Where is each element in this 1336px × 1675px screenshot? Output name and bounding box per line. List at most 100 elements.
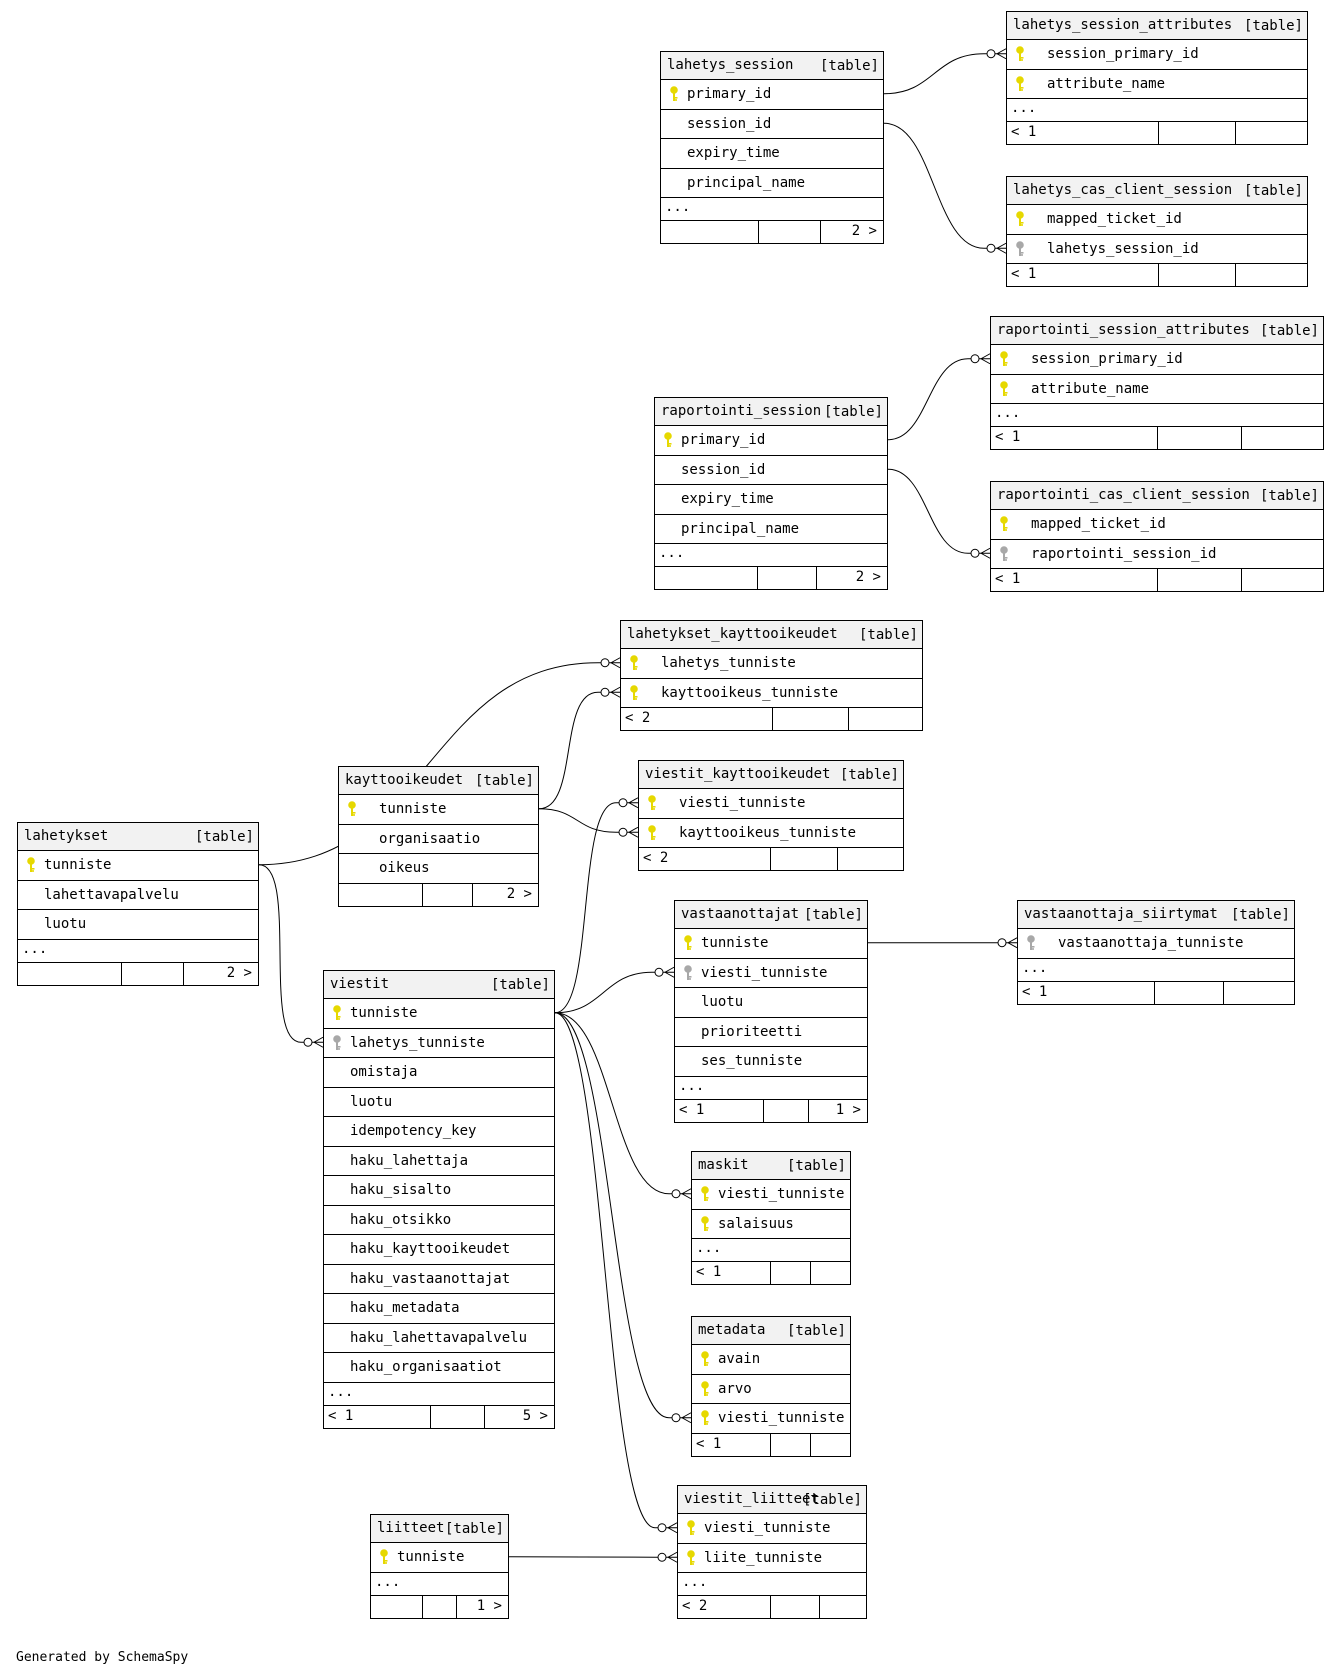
column-row[interactable]: liite_tunniste	[678, 1544, 866, 1573]
column-row[interactable]: prioriteetti	[675, 1018, 867, 1047]
child-count-link[interactable]: 2 >	[226, 964, 252, 981]
column-row[interactable]: tunniste	[324, 999, 554, 1029]
column-row[interactable]: attribute_name	[991, 375, 1323, 404]
table-name[interactable]: metadata	[698, 1322, 766, 1338]
table-raportointi-session-attributes[interactable]: raportointi_session_attributes[table]ses…	[990, 316, 1324, 450]
table-liitteet[interactable]: liitteet[table]tunniste...1 >	[370, 1514, 509, 1619]
column-row[interactable]: viesti_tunniste	[675, 959, 867, 988]
column-row[interactable]: raportointi_session_id	[991, 540, 1323, 569]
column-row[interactable]: luotu	[675, 988, 867, 1018]
column-row[interactable]: lahetys_session_id	[1007, 235, 1307, 264]
column-row[interactable]: mapped_ticket_id	[991, 510, 1323, 540]
column-row[interactable]: session_id	[655, 456, 887, 485]
table-name[interactable]: vastaanottaja_siirtymat	[1024, 906, 1218, 922]
column-row[interactable]: viesti_tunniste	[639, 789, 903, 819]
parent-count-link[interactable]: < 1	[1011, 124, 1037, 140]
table-name[interactable]: raportointi_session	[661, 403, 822, 419]
parent-count-link[interactable]: < 1	[995, 571, 1021, 587]
column-row[interactable]: haku_lahettaja	[324, 1147, 554, 1176]
column-row[interactable]: expiry_time	[661, 139, 883, 169]
table-name[interactable]: lahetys_cas_client_session	[1013, 182, 1233, 198]
column-row[interactable]: primary_id	[661, 80, 883, 110]
column-row[interactable]: expiry_time	[655, 485, 887, 515]
table-name[interactable]: liitteet	[377, 1520, 445, 1536]
column-row[interactable]: viesti_tunniste	[678, 1514, 866, 1544]
column-row[interactable]: ses_tunniste	[675, 1047, 867, 1077]
column-row[interactable]: vastaanottaja_tunniste	[1018, 929, 1294, 959]
column-row[interactable]: session_primary_id	[991, 345, 1323, 375]
parent-count-link[interactable]: < 1	[328, 1407, 354, 1424]
column-row[interactable]: organisaatio	[339, 825, 538, 854]
column-row[interactable]: viesti_tunniste	[692, 1180, 850, 1210]
column-row[interactable]: tunniste	[371, 1543, 508, 1573]
table-name[interactable]: lahetys_session	[667, 57, 794, 73]
child-count-link[interactable]: 1 >	[835, 1101, 861, 1118]
column-row[interactable]: haku_vastaanottajat	[324, 1265, 554, 1294]
parent-count-link[interactable]: < 2	[625, 710, 651, 726]
column-row[interactable]: lahetys_tunniste	[621, 649, 922, 679]
column-row[interactable]: kayttooikeus_tunniste	[621, 679, 922, 708]
column-row[interactable]: omistaja	[324, 1058, 554, 1088]
table-name[interactable]: raportointi_cas_client_session	[997, 487, 1250, 503]
table-viestit-kayttooikeudet[interactable]: viestit_kayttooikeudet[table]viesti_tunn…	[638, 760, 904, 871]
child-count-link[interactable]: 2 >	[851, 223, 877, 239]
column-row[interactable]: salaisuus	[692, 1210, 850, 1239]
table-name[interactable]: viestit_liitteet	[684, 1491, 819, 1507]
table-lahetykset-kayttooikeudet[interactable]: lahetykset_kayttooikeudet[table]lahetys_…	[620, 620, 923, 731]
parent-count-link[interactable]: < 2	[643, 850, 669, 866]
child-count-link[interactable]: 2 >	[855, 569, 881, 585]
column-row[interactable]: haku_otsikko	[324, 1206, 554, 1235]
table-name[interactable]: lahetykset_kayttooikeudet	[627, 626, 838, 642]
parent-count-link[interactable]: < 1	[1022, 983, 1048, 1000]
table-lahetys-cas-client-session[interactable]: lahetys_cas_client_session[table]mapped_…	[1006, 176, 1308, 287]
column-row[interactable]: haku_organisaatiot	[324, 1353, 554, 1383]
table-name[interactable]: lahetykset	[24, 828, 109, 844]
column-row[interactable]: attribute_name	[1007, 70, 1307, 99]
column-row[interactable]: oikeus	[339, 854, 538, 884]
child-count-link[interactable]: 5 >	[522, 1407, 548, 1424]
column-row[interactable]: luotu	[18, 910, 258, 940]
column-row[interactable]: principal_name	[655, 515, 887, 544]
column-row[interactable]: luotu	[324, 1088, 554, 1117]
column-row[interactable]: mapped_ticket_id	[1007, 205, 1307, 235]
column-row[interactable]: session_id	[661, 110, 883, 139]
column-row[interactable]: lahettavapalvelu	[18, 881, 258, 910]
table-name[interactable]: lahetys_session_attributes	[1013, 17, 1233, 33]
column-row[interactable]: tunniste	[675, 929, 867, 959]
table-name[interactable]: viestit	[330, 976, 390, 992]
table-name[interactable]: maskit	[698, 1157, 749, 1173]
table-name[interactable]: kayttooikeudet	[345, 772, 464, 788]
table-name[interactable]: vastaanottajat	[681, 906, 800, 922]
column-row[interactable]: viesti_tunniste	[692, 1404, 850, 1434]
column-row[interactable]: idempotency_key	[324, 1117, 554, 1147]
column-row[interactable]: haku_lahettavapalvelu	[324, 1324, 554, 1353]
parent-count-link[interactable]: < 1	[995, 429, 1021, 445]
parent-count-link[interactable]: < 2	[682, 1598, 708, 1614]
column-row[interactable]: principal_name	[661, 169, 883, 198]
column-row[interactable]: avain	[692, 1345, 850, 1375]
parent-count-link[interactable]: < 1	[679, 1101, 705, 1118]
column-row[interactable]: haku_kayttooikeudet	[324, 1235, 554, 1265]
column-row[interactable]: haku_sisalto	[324, 1176, 554, 1206]
table-raportointi-cas-client-session[interactable]: raportointi_cas_client_session[table]map…	[990, 481, 1324, 592]
table-lahetys-session-attributes[interactable]: lahetys_session_attributes[table]session…	[1006, 11, 1308, 145]
column-row[interactable]: primary_id	[655, 426, 887, 456]
table-name[interactable]: viestit_kayttooikeudet	[645, 766, 831, 782]
table-name[interactable]: raportointi_session_attributes	[997, 322, 1250, 338]
parent-count-link[interactable]: < 1	[1011, 266, 1037, 282]
column-row[interactable]: kayttooikeus_tunniste	[639, 819, 903, 848]
column-row[interactable]: tunniste	[339, 795, 538, 825]
parent-count-link[interactable]: < 1	[696, 1264, 722, 1280]
table-vastaanottaja-siirtymat[interactable]: vastaanottaja_siirtymat[table]vastaanott…	[1017, 900, 1295, 1005]
parent-count-link[interactable]: < 1	[696, 1435, 722, 1452]
child-count-link[interactable]: 1 >	[476, 1597, 502, 1614]
column-row[interactable]: arvo	[692, 1375, 850, 1404]
